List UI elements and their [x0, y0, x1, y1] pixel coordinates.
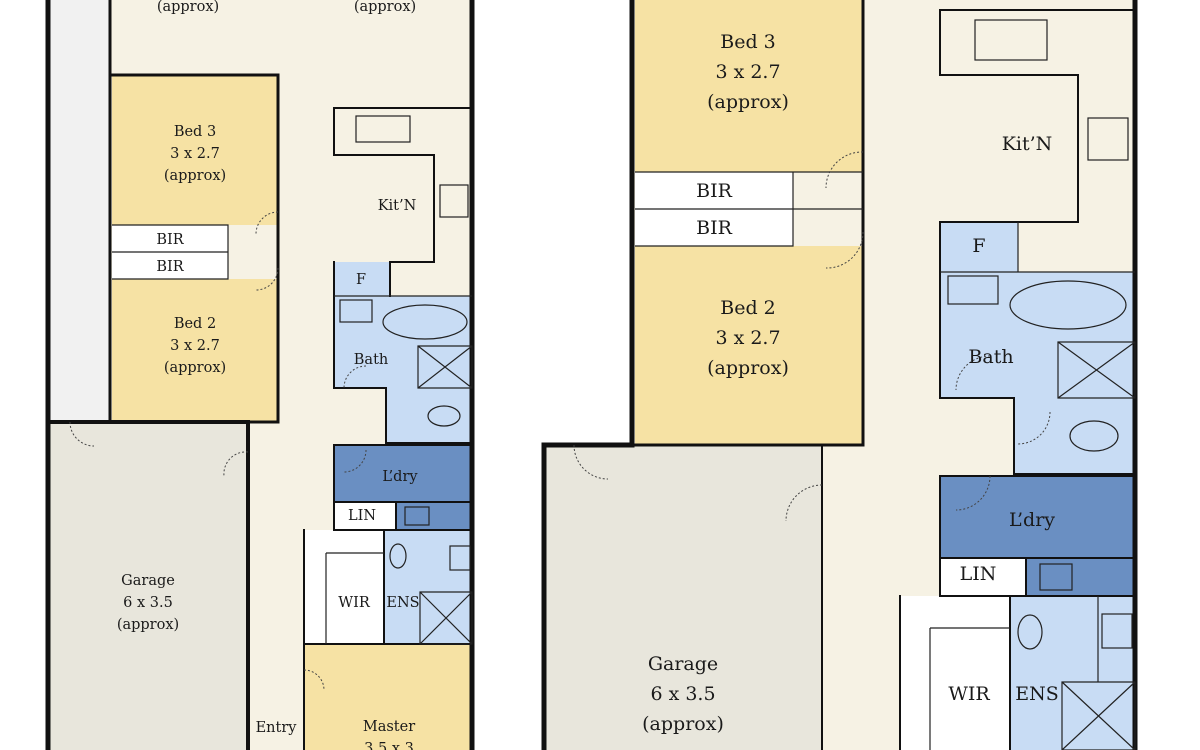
right-laundry-sink [1039, 563, 1073, 591]
left-bath-label: Bath [354, 352, 388, 368]
right-bed3-approx: (approx) [707, 91, 789, 113]
left-floor-plan [45, 0, 475, 750]
right-garage-room [544, 445, 822, 750]
right-toilet [1069, 420, 1119, 452]
right-laundry-label: L’dry [1009, 509, 1055, 531]
right-bir-2 [635, 209, 793, 246]
left-laundry-sink-area [396, 502, 472, 530]
left-entry-label: Entry [256, 720, 298, 736]
left-master-room [304, 644, 472, 750]
left-bir-2-label: BIR [156, 259, 184, 275]
right-fridge-label: F [972, 235, 985, 257]
left-fridge-space [334, 262, 390, 296]
right-bath-room [940, 272, 1135, 398]
right-cooktop [1087, 117, 1129, 161]
right-kitchen-sink [974, 19, 1048, 61]
right-bir-1-label: BIR [696, 180, 732, 202]
left-kitchen-label: Kit’N [378, 198, 417, 214]
right-linen-label: LIN [960, 563, 997, 585]
left-garage-size: 6 x 3.5 [123, 595, 173, 611]
left-bir-1-label: BIR [156, 232, 184, 248]
left-ensuite-room [384, 530, 472, 644]
left-garage-room [48, 422, 248, 750]
right-garage-approx: (approx) [642, 713, 724, 735]
left-bed3-room [112, 75, 278, 225]
left-bed2-approx: (approx) [164, 360, 226, 376]
left-bath-room [334, 296, 472, 388]
left-master-name: Master [363, 719, 415, 735]
left-wc-room [386, 388, 472, 443]
right-bir-2-label: BIR [696, 217, 732, 239]
left-side-path [48, 0, 110, 422]
right-labels: Bed 3 3 x 2.7 (approx) BIR BIR Bed 2 3 x… [642, 31, 1059, 735]
right-ensuite-label: ENS [1015, 683, 1059, 705]
right-laundry-room [940, 476, 1135, 558]
left-bath-basin [339, 299, 373, 323]
right-ensuite-basin [1101, 613, 1133, 649]
left-bed3-name: Bed 3 [174, 124, 216, 140]
left-bed3-approx: (approx) [164, 168, 226, 184]
left-ensuite-label: ENS [386, 595, 419, 611]
left-fridge-label: F [356, 272, 366, 288]
right-bed3-name: Bed 3 [720, 31, 776, 53]
right-bathtub [1009, 280, 1127, 330]
right-bath-basin [947, 275, 999, 305]
left-garage-approx: (approx) [117, 617, 179, 633]
left-bed3-size: 3 x 2.7 [170, 146, 220, 162]
right-bir-1 [635, 172, 793, 209]
left-ensuite-toilet [389, 543, 407, 569]
right-ensuite-room [1010, 596, 1135, 750]
right-kitchen-label: Kit’N [1002, 133, 1053, 155]
right-fridge-space [940, 222, 1018, 272]
left-kitchen-sink [355, 115, 411, 143]
left-cooktop [439, 184, 469, 218]
right-floor-plan [541, 0, 1138, 750]
left-master-size: 3.5 x 3 [364, 741, 414, 750]
left-bir-2 [112, 252, 228, 279]
right-bed2-name: Bed 2 [720, 297, 776, 319]
left-laundry-room [334, 445, 472, 502]
left-top-label-1: (approx) [157, 0, 219, 15]
left-wir-label: WIR [338, 595, 371, 611]
right-bed3-size: 3 x 2.7 [715, 61, 780, 83]
right-garage-size: 6 x 3.5 [650, 683, 715, 705]
right-bed3-room [635, 0, 863, 172]
right-ensuite-toilet [1017, 614, 1043, 650]
left-bed2-name: Bed 2 [174, 316, 216, 332]
right-wir-label: WIR [948, 683, 990, 705]
left-bathtub [382, 304, 468, 340]
left-labels: (approx) (approx) Bed 3 3 x 2.7 (approx)… [117, 0, 420, 750]
left-top-label-2: (approx) [354, 0, 416, 15]
left-garage-name: Garage [121, 573, 175, 589]
left-linen-label: LIN [348, 508, 376, 524]
left-laundry-sink [404, 506, 430, 526]
right-wir-room [900, 596, 1010, 750]
right-bed2-size: 3 x 2.7 [715, 327, 780, 349]
left-ensuite-basin [449, 545, 471, 571]
right-garage-name: Garage [648, 653, 718, 675]
right-bath-label: Bath [968, 346, 1013, 368]
left-linen-cupboard [334, 502, 396, 530]
right-linen-cupboard [940, 558, 1026, 596]
left-laundry-label: L’dry [382, 469, 418, 485]
left-toilet [427, 405, 461, 427]
left-bir-1 [112, 225, 228, 252]
left-bed2-size: 3 x 2.7 [170, 338, 220, 354]
right-wc-room [1014, 398, 1135, 474]
right-bed2-room [635, 246, 863, 445]
left-wir-room [304, 530, 384, 644]
right-bed2-approx: (approx) [707, 357, 789, 379]
left-bed2-room [112, 279, 278, 422]
